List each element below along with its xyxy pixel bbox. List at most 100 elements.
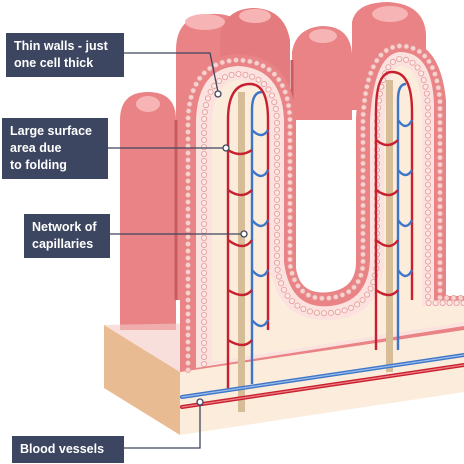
epithelial-cell (424, 202, 431, 209)
epithelial-cell (432, 299, 439, 306)
epithelial-cell (184, 198, 191, 205)
epithelial-cell (200, 304, 207, 311)
epithelial-cell (284, 292, 291, 299)
epithelial-cell (436, 182, 443, 189)
epithelial-cell (361, 97, 368, 104)
epithelial-cell (359, 132, 366, 139)
epithelial-cell (425, 58, 432, 65)
leader-lines (108, 52, 248, 449)
epithelial-cell (325, 295, 332, 302)
epithelial-cell (260, 63, 267, 70)
epithelial-cell (313, 309, 320, 316)
epithelial-cell (294, 282, 301, 289)
epithelial-cell (184, 289, 191, 296)
epithelial-cell (282, 89, 289, 96)
epithelial-cell (201, 109, 208, 116)
label-capillaries-line-2: capillaries (32, 237, 94, 251)
epithelial-cell (360, 104, 367, 111)
epithelial-cell (318, 295, 325, 302)
epithelial-cell (206, 65, 213, 72)
epithelial-cell (370, 63, 377, 70)
epithelial-cell (284, 95, 291, 102)
epithelial-cell (286, 130, 293, 137)
epithelial-cell (403, 43, 410, 50)
epithelial-cell (363, 83, 370, 90)
epithelial-cell (424, 132, 431, 139)
epithelial-cell (249, 73, 256, 80)
label-blood-vessels-line-1: Blood vessels (20, 442, 105, 456)
epithelial-cell (273, 112, 280, 119)
epithelial-cell (436, 231, 443, 238)
epithelial-cell (373, 57, 380, 64)
epithelial-cell (273, 168, 280, 175)
epithelial-cell (200, 241, 207, 248)
epithelial-cell (184, 359, 191, 366)
epithelial-cell (306, 308, 313, 315)
epithelial-cell (286, 214, 293, 221)
epithelial-cell (286, 242, 293, 249)
epithelial-cell (291, 276, 298, 283)
epithelial-cell (184, 177, 191, 184)
epithelial-cell (200, 227, 207, 234)
label-capillaries: Network of capillaries (24, 214, 110, 258)
epithelial-cell (200, 150, 207, 157)
epithelial-cell (424, 286, 431, 293)
epithelial-cell (246, 58, 253, 65)
epithelial-cell (184, 149, 191, 156)
epithelial-cell (184, 282, 191, 289)
epithelial-cell (184, 366, 191, 373)
epithelial-cell (359, 230, 366, 237)
epithelial-cell (273, 217, 280, 224)
epithelial-cell (273, 245, 280, 252)
epithelial-cell (436, 266, 443, 273)
epithelial-cell (184, 191, 191, 198)
epithelial-cell (200, 318, 207, 325)
epithelial-cell (436, 168, 443, 175)
epithelial-cell (273, 147, 280, 154)
epithelial-cell (367, 70, 374, 77)
epithelial-cell (424, 272, 431, 279)
epithelial-cell (200, 255, 207, 262)
epithelial-cell (186, 101, 193, 108)
epithelial-cell (436, 203, 443, 210)
epithelial-cell (286, 137, 293, 144)
epithelial-cell (424, 160, 431, 167)
epithelial-cell (226, 57, 233, 64)
epithelial-cell (184, 240, 191, 247)
epithelial-cell (436, 287, 443, 294)
epithelial-cell (364, 291, 371, 298)
epithelial-cell (273, 126, 280, 133)
epithelial-cell (359, 202, 366, 209)
epithelial-cell (200, 325, 207, 332)
epithelial-cell (200, 248, 207, 255)
epithelial-cell (286, 256, 293, 263)
epithelial-cell (359, 223, 366, 230)
epithelial-cell (334, 309, 341, 316)
epithelial-cell (341, 307, 348, 314)
epithelial-cell (200, 136, 207, 143)
epithelial-cell (273, 196, 280, 203)
label-thin-walls-line-2: one cell thick (14, 56, 94, 70)
epithelial-cell (200, 234, 207, 241)
epithelial-cell (424, 293, 431, 300)
epithelial-cell (424, 146, 431, 153)
epithelial-cell (184, 331, 191, 338)
epithelial-cell (273, 119, 280, 126)
epithelial-cell (436, 154, 443, 161)
epithelial-cell (436, 252, 443, 259)
blood-vessels (180, 353, 464, 409)
epithelial-cell (273, 259, 280, 266)
epithelial-cell (436, 126, 443, 133)
epithelial-cell (216, 78, 223, 85)
epithelial-cell (200, 157, 207, 164)
epithelial-cell (201, 70, 208, 77)
epithelial-cell (184, 170, 191, 177)
epithelial-cell (212, 62, 219, 69)
epithelial-cell (200, 332, 207, 339)
epithelial-cell (383, 47, 390, 54)
epithelial-cell (425, 299, 432, 306)
epithelial-cell (255, 76, 262, 83)
epithelial-cell (436, 112, 443, 119)
epithelial-cell (436, 273, 443, 280)
epithelial-cell (453, 299, 460, 306)
